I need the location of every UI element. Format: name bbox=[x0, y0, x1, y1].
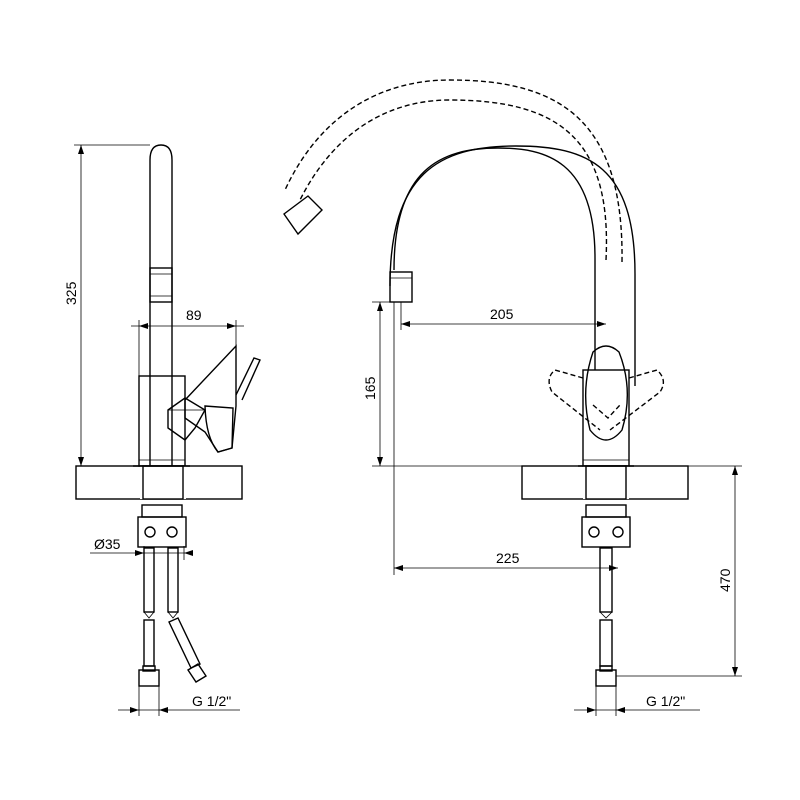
dim-base-diameter: Ø35 bbox=[94, 536, 121, 552]
spout-swivel-outer bbox=[299, 99, 608, 261]
dim-spout-height: 165 bbox=[362, 376, 378, 400]
front-view bbox=[283, 79, 689, 687]
hose-left-1 bbox=[143, 547, 155, 613]
lever-left-position bbox=[548, 369, 601, 431]
dim-connector-left: G 1/2" bbox=[192, 693, 231, 709]
dim-hose-length: 470 bbox=[717, 568, 733, 592]
faucet-body-side bbox=[138, 375, 186, 467]
connector-side bbox=[138, 669, 160, 687]
connector-front bbox=[595, 669, 617, 687]
dim-spout-reach: 205 bbox=[490, 306, 514, 322]
dim-hose-reach: 225 bbox=[496, 550, 520, 566]
handle-side bbox=[184, 344, 237, 453]
aerator-front bbox=[389, 271, 413, 303]
front-view-dimensions: 165 205 225 470 G 1/2" bbox=[362, 301, 742, 716]
spout-swivel-inner bbox=[284, 79, 623, 263]
dim-depth-body: 89 bbox=[186, 307, 202, 323]
aerator-swivel bbox=[283, 195, 323, 236]
side-view-dimensions: 325 89 Ø35 G 1/2" bbox=[63, 144, 244, 716]
faucet-body-front bbox=[582, 369, 630, 467]
side-view bbox=[75, 144, 261, 687]
hose-left-2 bbox=[167, 547, 179, 613]
lever-side bbox=[235, 357, 261, 401]
nut-front bbox=[581, 516, 631, 548]
hose-front bbox=[599, 547, 613, 613]
aerator-side bbox=[149, 267, 173, 303]
dim-connector-right: G 1/2" bbox=[646, 693, 685, 709]
lever-right-position bbox=[609, 369, 665, 431]
handle-front bbox=[584, 345, 628, 441]
dim-height-spout: 325 bbox=[63, 281, 79, 305]
spout-gooseneck-outer bbox=[393, 147, 596, 370]
nut-side bbox=[137, 516, 187, 548]
spout-tube-side bbox=[149, 144, 173, 466]
spout-gooseneck-inner bbox=[389, 145, 636, 386]
